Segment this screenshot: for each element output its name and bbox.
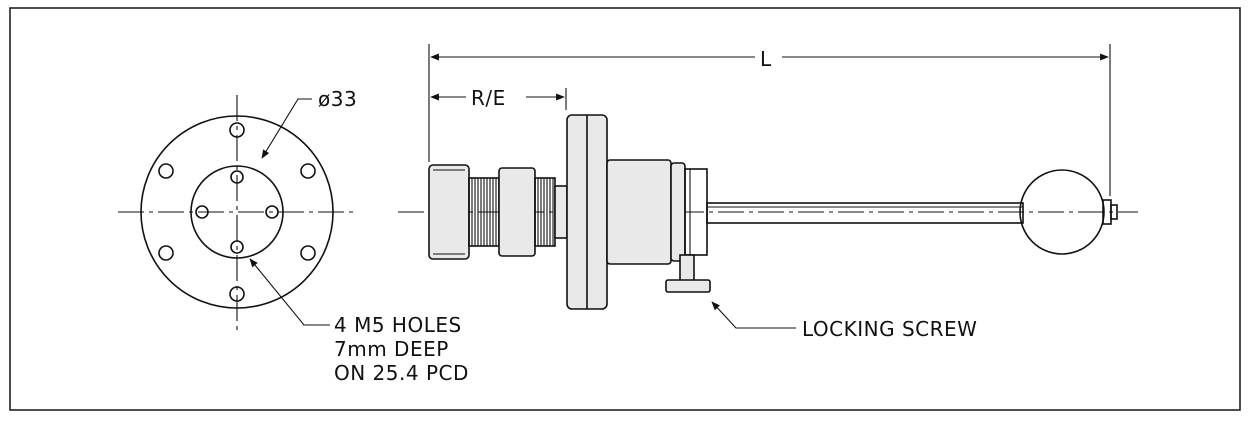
lock-collar: [670, 162, 686, 262]
flange-neck: [554, 185, 568, 239]
bore-diameter-label: ø33: [318, 87, 357, 111]
flange-bore-circle: [190, 165, 284, 259]
mounting-flange: [566, 114, 608, 310]
bolt-hole: [158, 245, 174, 261]
ball-handle: [1019, 169, 1105, 255]
bolt-hole: [229, 286, 245, 302]
flange-outer-circle: [140, 115, 334, 309]
bore-diameter-leader: [261, 98, 312, 159]
manipulator-body: [606, 159, 672, 265]
bellows-1: [468, 177, 500, 247]
holes-note-line-1: 4 M5 HOLES: [334, 313, 462, 337]
manipulator-side-view: [398, 44, 1138, 310]
reentrant-label: R/E: [471, 86, 506, 110]
locking-screw: [665, 254, 711, 293]
middle-collar: [498, 167, 536, 257]
holes-note-line-3: ON 25.4 PCD: [334, 361, 469, 385]
holes-note-line-2: 7mm DEEP: [334, 337, 449, 361]
bolt-hole: [300, 163, 316, 179]
m5-hole-leader: [249, 258, 330, 326]
push-rod-shaft: [706, 202, 1024, 224]
drawing-border: [9, 7, 1241, 411]
locking-screw-leader: [711, 301, 796, 329]
m5-hole: [195, 205, 209, 219]
bolt-hole: [229, 122, 245, 138]
end-cap: [428, 164, 470, 260]
m5-hole: [265, 205, 279, 219]
flange-end-view: [118, 95, 358, 333]
bolt-hole: [300, 245, 316, 261]
bolt-hole: [158, 163, 174, 179]
locking-screw-label: LOCKING SCREW: [802, 317, 977, 341]
length-label: L: [760, 47, 772, 71]
m5-hole: [230, 170, 244, 184]
m5-hole: [230, 240, 244, 254]
